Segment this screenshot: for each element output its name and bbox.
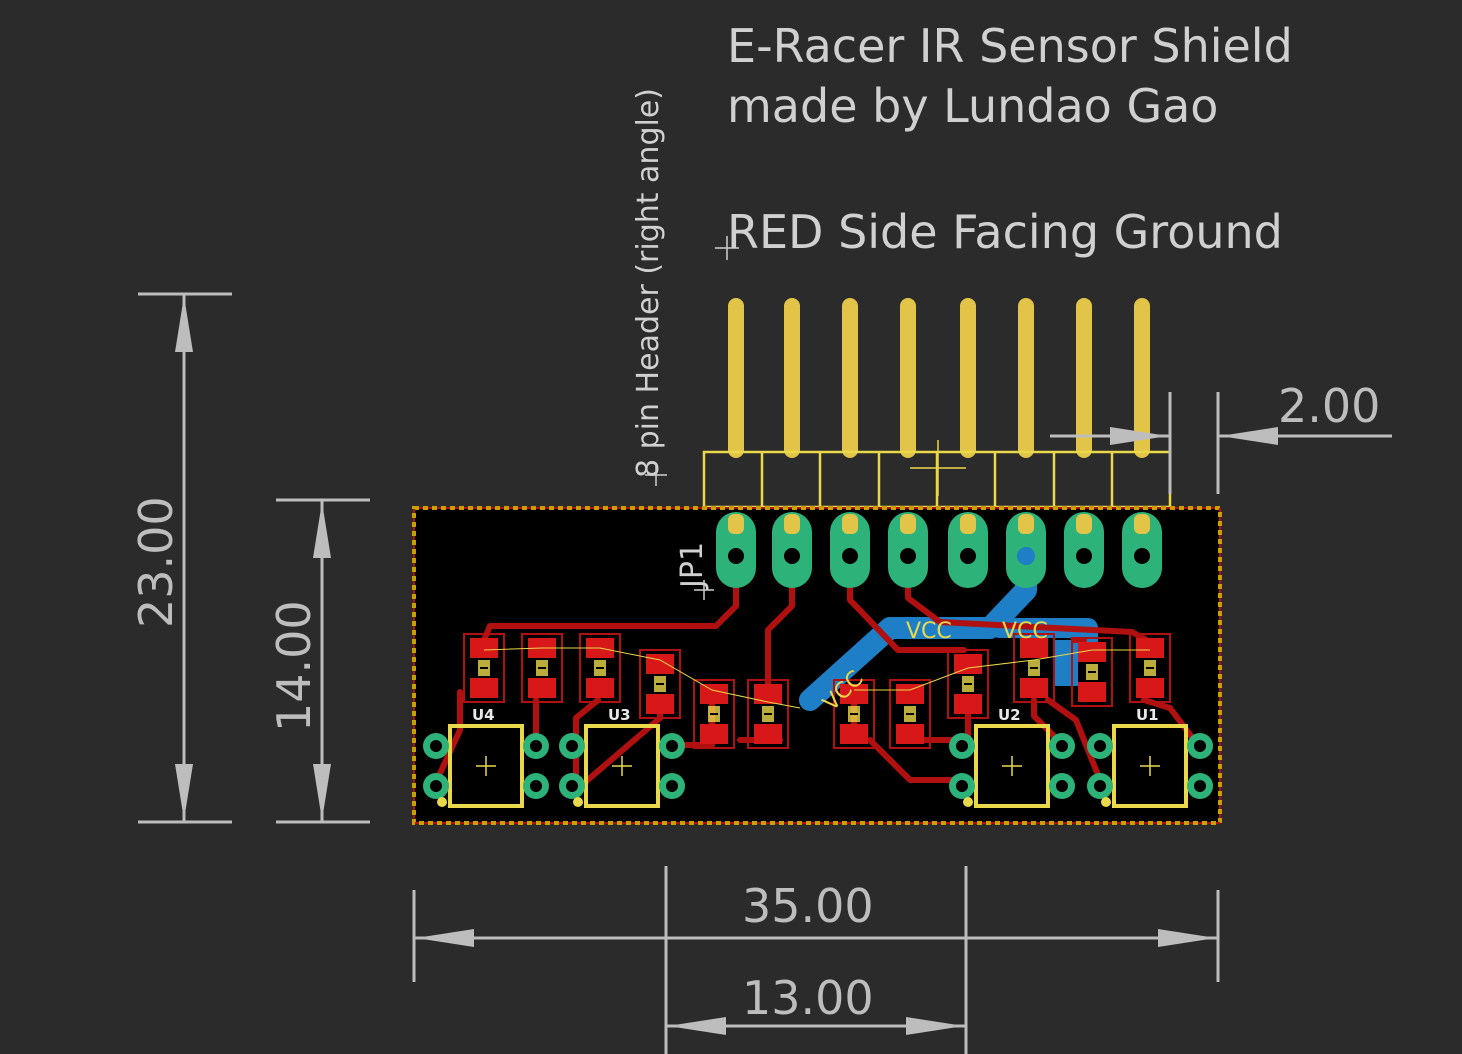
resistor-8 [889, 679, 931, 749]
resistor-10 [1013, 633, 1055, 703]
resistor-9 [947, 649, 989, 719]
header-pads [716, 512, 1162, 588]
dimension-height-total: 23.00 [129, 496, 183, 628]
net-label-vcc-2: VCC [1002, 619, 1048, 644]
header-pin-4 [900, 298, 916, 458]
sensor-u3: U3 [559, 706, 685, 808]
sensor-label-u4: U4 [472, 706, 495, 724]
resistor-11 [1071, 637, 1113, 707]
dimension-width-total: 35.00 [742, 879, 874, 933]
header-pad-3 [830, 512, 870, 588]
sensor-label-u3: U3 [608, 706, 631, 724]
sensor-label-u1: U1 [1136, 706, 1159, 724]
header-pad-1 [716, 512, 756, 588]
net-label-vcc-1: VCC [906, 619, 952, 644]
resistor-7 [833, 679, 875, 749]
header-pin-8 [1134, 298, 1150, 458]
origin-cross-header [645, 464, 667, 486]
dimension-pin-offset: 2.00 [1278, 379, 1380, 433]
header-pad-4 [888, 512, 928, 588]
header-pin-5 [960, 298, 976, 458]
header-label: 8 pin Header (right angle) [631, 88, 666, 478]
sensor-footprints: U4 U3 U2 U1 [423, 706, 1213, 808]
header-pad-2 [772, 512, 812, 588]
header-pad-8 [1122, 512, 1162, 588]
sensor-u4: U4 [423, 706, 549, 808]
smd-resistors [463, 633, 1171, 749]
header-pins [728, 298, 1150, 458]
sensor-label-u2: U2 [998, 706, 1021, 724]
resistor-1 [463, 633, 505, 703]
resistor-5 [693, 679, 735, 749]
header-pin-7 [1076, 298, 1092, 458]
resistor-6 [747, 679, 789, 749]
title-line-2: made by Lundao Gao [727, 79, 1218, 133]
dimension-width-inner: 13.00 [742, 971, 874, 1025]
title-line-1: E-Racer IR Sensor Shield [727, 19, 1293, 73]
header-body-outline [702, 450, 1172, 509]
resistor-12 [1129, 633, 1171, 703]
sensor-u1: U1 [1087, 706, 1213, 808]
dimension-lines [138, 292, 1392, 1054]
dimension-height-board: 14.00 [267, 600, 321, 732]
header-pin-1 [728, 298, 744, 458]
title-line-3: RED Side Facing Ground [727, 205, 1283, 259]
header-pad-5 [948, 512, 988, 588]
header-pin-2 [784, 298, 800, 458]
header-pad-7 [1064, 512, 1104, 588]
airwires [483, 647, 1150, 709]
via-vcc [1017, 547, 1035, 565]
origin-cross-title [715, 236, 739, 260]
header-pin-6 [1018, 298, 1034, 458]
origin-cross-header-body [910, 440, 966, 496]
header-pin-3 [842, 298, 858, 458]
resistor-4 [639, 649, 681, 719]
sensor-u2: U2 [949, 706, 1075, 808]
origin-cross-jp1 [694, 580, 714, 600]
